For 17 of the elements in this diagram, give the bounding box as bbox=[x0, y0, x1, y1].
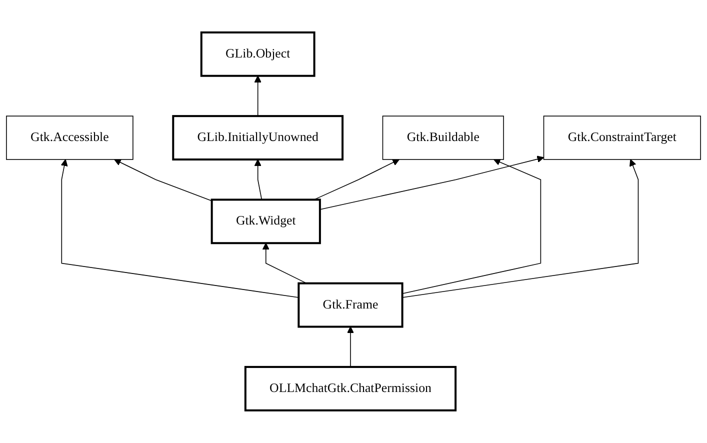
arrow bbox=[262, 242, 307, 284]
node-box: Gtk.Accessible bbox=[6, 116, 134, 160]
arrow bbox=[402, 159, 639, 298]
arrow bbox=[320, 156, 544, 210]
arrow bbox=[254, 76, 262, 117]
node-box: Gtk.Buildable bbox=[382, 116, 504, 160]
arrow bbox=[60, 159, 300, 298]
arrow bbox=[402, 158, 542, 294]
arrow bbox=[346, 326, 354, 368]
node-box: Gtk.Frame bbox=[298, 282, 404, 328]
node-box: Gtk.ConstraintTarget bbox=[543, 116, 701, 160]
node-box: Gtk.Widget bbox=[210, 198, 321, 244]
node-box: OLLMchatGtk.ChatPermission bbox=[244, 366, 457, 412]
node-box: GLib.Object bbox=[200, 32, 316, 77]
arrow bbox=[114, 159, 212, 202]
node-box: GLib.InitiallyUnowned bbox=[172, 115, 344, 161]
arrow bbox=[254, 159, 262, 200]
